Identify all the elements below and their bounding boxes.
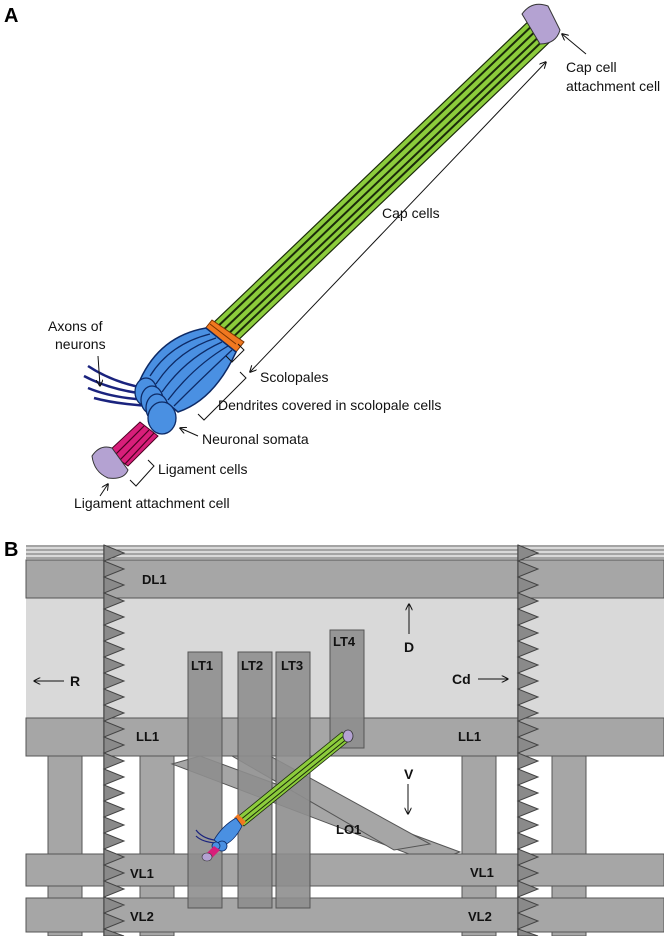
rostral-label: R bbox=[70, 673, 80, 689]
somata-label: Neuronal somata bbox=[202, 431, 309, 447]
vl2-right-label: VL2 bbox=[468, 909, 492, 924]
caudal-label: Cd bbox=[452, 671, 471, 687]
ventral-label: V bbox=[404, 766, 414, 782]
axons-pointer bbox=[98, 355, 100, 386]
lt1-muscle bbox=[187, 651, 223, 909]
ll1-left-label: LL1 bbox=[136, 729, 159, 744]
axons-label-line2: neurons bbox=[55, 336, 106, 352]
ll1-right-label: LL1 bbox=[458, 729, 481, 744]
cap-cells-label: Cap cells bbox=[382, 205, 440, 221]
lt1-label: LT1 bbox=[191, 658, 213, 673]
panel-a: A bbox=[4, 3, 660, 511]
lt2-muscle bbox=[237, 651, 273, 909]
right-segment-border bbox=[516, 544, 540, 936]
ventral-gap-2 bbox=[26, 886, 664, 898]
ligament-attachment-pointer bbox=[99, 484, 108, 497]
lt2-label: LT2 bbox=[241, 658, 263, 673]
ligament-cells-bracket bbox=[129, 459, 155, 487]
vl2-muscle bbox=[25, 897, 664, 933]
scolopales-bracket bbox=[225, 343, 245, 363]
panel-a-letter: A bbox=[4, 5, 18, 27]
cap-cells-bundle bbox=[207, 15, 559, 347]
panel-b: B bbox=[4, 539, 664, 936]
cap-attachment-label-line1: Cap cell bbox=[566, 59, 617, 75]
bottom-gap bbox=[26, 932, 664, 936]
ligament-attachment-label: Ligament attachment cell bbox=[74, 495, 230, 511]
ligament-cells bbox=[107, 421, 159, 467]
cap-attachment-pointer bbox=[562, 34, 587, 55]
lt4-muscle bbox=[329, 629, 365, 749]
top-stripes bbox=[26, 545, 664, 559]
cap-attachment-label-line2: attachment cell bbox=[566, 78, 660, 94]
ligament-attachment-cell bbox=[91, 446, 129, 479]
vl1-muscle bbox=[25, 853, 664, 887]
neuronal-somata bbox=[134, 377, 177, 435]
cap-attachment-cell bbox=[521, 3, 561, 45]
lo1-label: LO1 bbox=[336, 822, 361, 837]
vl2-left-label: VL2 bbox=[130, 909, 154, 924]
scolopales-label: Scolopales bbox=[260, 369, 329, 385]
vl1-right-label: VL1 bbox=[470, 865, 494, 880]
panel-b-letter: B bbox=[4, 539, 18, 561]
dl1-muscle bbox=[25, 559, 664, 599]
mini-chordotonal-organ bbox=[195, 729, 354, 862]
dendrites-label: Dendrites covered in scolopale cells bbox=[218, 397, 441, 413]
dendrites bbox=[139, 327, 237, 413]
dendrites-bracket bbox=[197, 371, 247, 421]
axons-label-line1: Axons of bbox=[48, 318, 103, 334]
lt4-label: LT4 bbox=[333, 634, 356, 649]
lt3-label: LT3 bbox=[281, 658, 303, 673]
somata-pointer bbox=[180, 428, 199, 437]
vl1-left-label: VL1 bbox=[130, 866, 154, 881]
dorsal-label: D bbox=[404, 639, 414, 655]
left-segment-border bbox=[102, 544, 126, 936]
dl1-label: DL1 bbox=[142, 572, 167, 587]
cap-cells-span-arrow bbox=[250, 62, 546, 372]
ligament-cells-label: Ligament cells bbox=[158, 461, 248, 477]
